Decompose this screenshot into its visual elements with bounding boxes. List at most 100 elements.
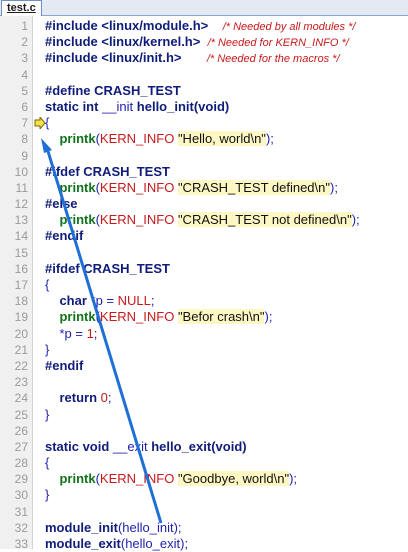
- code-token: "Befor crash\n": [177, 309, 265, 325]
- line-number: 26: [14, 423, 28, 438]
- code-text: #ifdef CRASH_TEST: [45, 261, 170, 277]
- code-text: return 0;: [45, 390, 111, 406]
- code-line[interactable]: 31: [0, 504, 408, 520]
- code-token: ;: [150, 293, 155, 309]
- code-token: hello_exit(void): [151, 438, 247, 454]
- code-line[interactable]: 3#include <linux/init.h> /* Needed for t…: [0, 50, 408, 66]
- code-token: #define CRASH_TEST: [45, 82, 181, 98]
- code-token: 1: [86, 325, 94, 341]
- line-number: 28: [14, 456, 28, 471]
- code-text: #include <linux/kernel.h> /* Needed for …: [45, 34, 349, 51]
- line-number: 24: [14, 391, 28, 406]
- code-line[interactable]: 20 *p = 1;: [0, 326, 408, 342]
- code-token: (hello_exit);: [120, 536, 189, 551]
- code-token: ;: [93, 325, 98, 341]
- code-text: {: [45, 277, 49, 293]
- code-line[interactable]: 1#include <linux/module.h> /* Needed by …: [0, 18, 408, 34]
- code-token: NULL: [117, 293, 151, 309]
- code-token: module_exit: [45, 536, 121, 551]
- code-line[interactable]: 14#endif: [0, 228, 408, 244]
- code-token: }: [45, 487, 50, 503]
- code-token: [45, 326, 59, 341]
- line-number: 6: [21, 99, 28, 114]
- code-token: *p =: [90, 293, 118, 309]
- code-token: "CRASH_TEST defined\n": [177, 179, 330, 195]
- code-token: #ifdef CRASH_TEST: [45, 163, 170, 179]
- code-token: }: [45, 341, 50, 357]
- line-number: 17: [14, 278, 28, 292]
- code-token: printk: [59, 212, 96, 228]
- code-editor[interactable]: 1#include <linux/module.h> /* Needed by …: [0, 18, 408, 552]
- code-line[interactable]: 25}: [0, 407, 408, 423]
- code-line[interactable]: 17 {: [0, 277, 408, 293]
- code-line[interactable]: 2#include <linux/kernel.h> /* Needed for…: [0, 34, 408, 50]
- code-token: "CRASH_TEST not defined\n": [177, 212, 352, 228]
- code-line[interactable]: 16#ifdef CRASH_TEST: [0, 261, 408, 277]
- line-number: 4: [21, 67, 28, 82]
- code-line[interactable]: 10#ifdef CRASH_TEST: [0, 164, 408, 180]
- line-number: 1: [21, 19, 28, 33]
- line-number: 19: [14, 310, 28, 325]
- code-text: printk(KERN_INFO "CRASH_TEST not defined…: [45, 212, 360, 228]
- code-line[interactable]: 22#endif: [0, 358, 408, 374]
- code-token: [45, 309, 59, 324]
- code-line[interactable]: 23: [0, 374, 408, 390]
- code-token: __exit: [112, 438, 152, 454]
- line-number: 7: [21, 116, 28, 131]
- code-token: char: [59, 293, 91, 309]
- code-token: (hello_init);: [117, 519, 182, 535]
- code-text: }: [45, 407, 49, 423]
- line-number: 8: [21, 132, 28, 147]
- code-text: #ifdef CRASH_TEST: [45, 164, 170, 180]
- code-line[interactable]: 8 printk(KERN_INFO "Hello, world\n");: [0, 131, 408, 147]
- code-line[interactable]: 24 return 0;: [0, 390, 408, 406]
- code-token: [45, 212, 59, 227]
- code-token: KERN_INFO: [99, 309, 178, 325]
- code-line[interactable]: 13 printk(KERN_INFO "CRASH_TEST not defi…: [0, 212, 408, 228]
- code-token: );: [265, 131, 274, 147]
- code-token: #endif: [45, 228, 84, 244]
- code-token: (: [95, 131, 100, 147]
- code-token: /* Needed for KERN_INFO */: [207, 37, 349, 50]
- code-token: );: [330, 179, 338, 195]
- code-line[interactable]: 19 printk(KERN_INFO "Befor crash\n");: [0, 309, 408, 325]
- code-token: module_init: [45, 519, 118, 535]
- code-text: printk(KERN_INFO "CRASH_TEST defined\n")…: [45, 179, 338, 196]
- code-line[interactable]: 11 printk(KERN_INFO "CRASH_TEST defined\…: [0, 179, 408, 196]
- code-line[interactable]: 4: [0, 67, 408, 83]
- code-line[interactable]: 18 char *p = NULL;: [0, 293, 408, 309]
- tab-test-c[interactable]: test.c: [1, 0, 42, 16]
- line-number: 27: [14, 439, 28, 454]
- code-line[interactable]: 9: [0, 148, 408, 164]
- code-token: {: [45, 455, 50, 471]
- code-token: "Hello, world\n": [177, 131, 266, 147]
- line-number: 18: [14, 294, 28, 309]
- code-token: #include <linux/init.h>: [45, 50, 182, 66]
- code-token: );: [289, 471, 298, 487]
- code-line[interactable]: 21}: [0, 342, 408, 358]
- tab-bar: test.c: [0, 0, 408, 16]
- code-line[interactable]: 28 {: [0, 455, 408, 471]
- code-line[interactable]: 7{: [0, 115, 408, 131]
- line-number: 29: [14, 472, 28, 487]
- bookmark-arrow-icon[interactable]: [34, 117, 46, 130]
- code-line[interactable]: 12#else: [0, 196, 408, 212]
- code-token: [45, 131, 59, 146]
- code-token: /* Needed by all modules */: [222, 21, 356, 33]
- code-token: 0: [100, 390, 108, 406]
- code-token: {: [45, 115, 50, 131]
- code-line[interactable]: 15: [0, 245, 408, 261]
- code-token: #endif: [45, 357, 84, 373]
- code-line[interactable]: 26: [0, 423, 408, 439]
- code-line[interactable]: 29 printk(KERN_INFO "Goodbye, world\n");: [0, 471, 408, 487]
- code-token: KERN_INFO: [99, 471, 178, 487]
- code-line[interactable]: 30}: [0, 487, 408, 503]
- code-token: [200, 34, 207, 49]
- code-text: #include <linux/init.h> /* Needed for th…: [45, 50, 340, 67]
- code-line[interactable]: 5#define CRASH_TEST: [0, 83, 408, 99]
- line-number: 9: [21, 148, 28, 163]
